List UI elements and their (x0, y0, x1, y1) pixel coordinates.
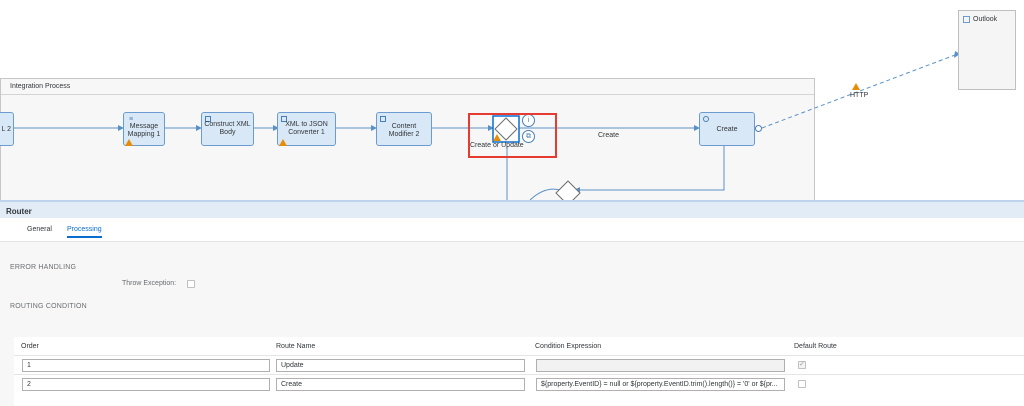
tab-processing[interactable]: Processing (67, 226, 102, 238)
route-name-input[interactable]: Update (276, 359, 525, 372)
step-construct-xml-label: Construct XML Body (204, 121, 251, 136)
http-warning-icon (852, 83, 860, 90)
tab-general[interactable]: General (27, 226, 52, 233)
tab-bar: General Processing (0, 218, 1024, 242)
connector-endpoint[interactable] (755, 125, 762, 132)
route-name-input[interactable]: Create (276, 378, 525, 391)
step-xml-to-json-label: XML to JSON Converter 1 (285, 121, 328, 136)
panel-header: Router (0, 200, 1024, 218)
selection-highlight (468, 113, 557, 158)
flow-canvas[interactable]: Integration Process (0, 0, 1024, 200)
step-create[interactable]: Create (699, 112, 755, 146)
step-construct-xml[interactable]: Construct XML Body (201, 112, 254, 146)
column-header-route-name: Route Name (276, 343, 316, 350)
order-input[interactable]: 1 (22, 359, 270, 372)
step-message-mapping-label: Message Mapping 1 (127, 123, 161, 138)
column-header-condition: Condition Expression (535, 343, 602, 350)
warning-icon (279, 139, 287, 146)
mapping-icon: ≡ (128, 116, 134, 123)
error-handling-heading: ERROR HANDLING (10, 264, 77, 271)
content-modifier-icon (380, 116, 386, 122)
receiver-title: Outlook (973, 16, 998, 23)
converter-icon (281, 116, 287, 122)
copy-button[interactable]: ⧉ (522, 130, 535, 143)
gateway-label: Create or Update (470, 142, 524, 149)
throw-exception-checkbox[interactable] (187, 280, 195, 288)
http-adapter-label[interactable]: HTTP (850, 92, 869, 99)
order-input[interactable]: 2 (22, 378, 270, 391)
routing-condition-heading: ROUTING CONDITION (10, 303, 87, 310)
step-partial-left-label: L 2 (1, 126, 11, 133)
table-row[interactable]: 1 Update ✓ (14, 355, 1024, 374)
receiver-outlook[interactable]: Outlook (958, 10, 1016, 90)
pool-header: Integration Process (1, 79, 814, 95)
panel-title: Router (6, 207, 32, 216)
default-route-checkbox[interactable]: ✓ (798, 361, 806, 369)
step-content-modifier[interactable]: Content Modifier 2 (376, 112, 432, 146)
column-header-order: Order (21, 343, 39, 350)
receiver-icon (963, 16, 970, 23)
column-header-default-route: Default Route (794, 343, 837, 350)
content-modifier-icon (205, 116, 211, 122)
flow-connectors (14, 51, 960, 200)
condition-expression-input[interactable]: ${property.EventID} = null or ${property… (536, 378, 785, 391)
default-route-checkbox[interactable] (798, 380, 806, 388)
routing-table: Order Route Name Condition Expression De… (14, 337, 1024, 406)
step-message-mapping[interactable]: ≡ Message Mapping 1 (123, 112, 165, 146)
condition-expression-input[interactable] (536, 359, 785, 372)
table-row[interactable]: 2 Create ${property.EventID} = null or $… (14, 374, 1024, 393)
request-reply-icon (703, 116, 709, 122)
warning-icon (125, 139, 133, 146)
step-content-modifier-label: Content Modifier 2 (388, 123, 420, 138)
throw-exception-label: Throw Exception: (122, 280, 177, 287)
step-create-label: Create (716, 126, 738, 133)
pool-title: Integration Process (10, 83, 71, 90)
gateway-warning-icon (493, 134, 501, 141)
step-xml-to-json[interactable]: XML to JSON Converter 1 (277, 112, 336, 146)
properties-panel: Router General Processing ERROR HANDLING… (0, 200, 1024, 406)
route-label-create[interactable]: Create (598, 132, 620, 139)
step-partial-left[interactable]: L 2 (0, 112, 14, 146)
